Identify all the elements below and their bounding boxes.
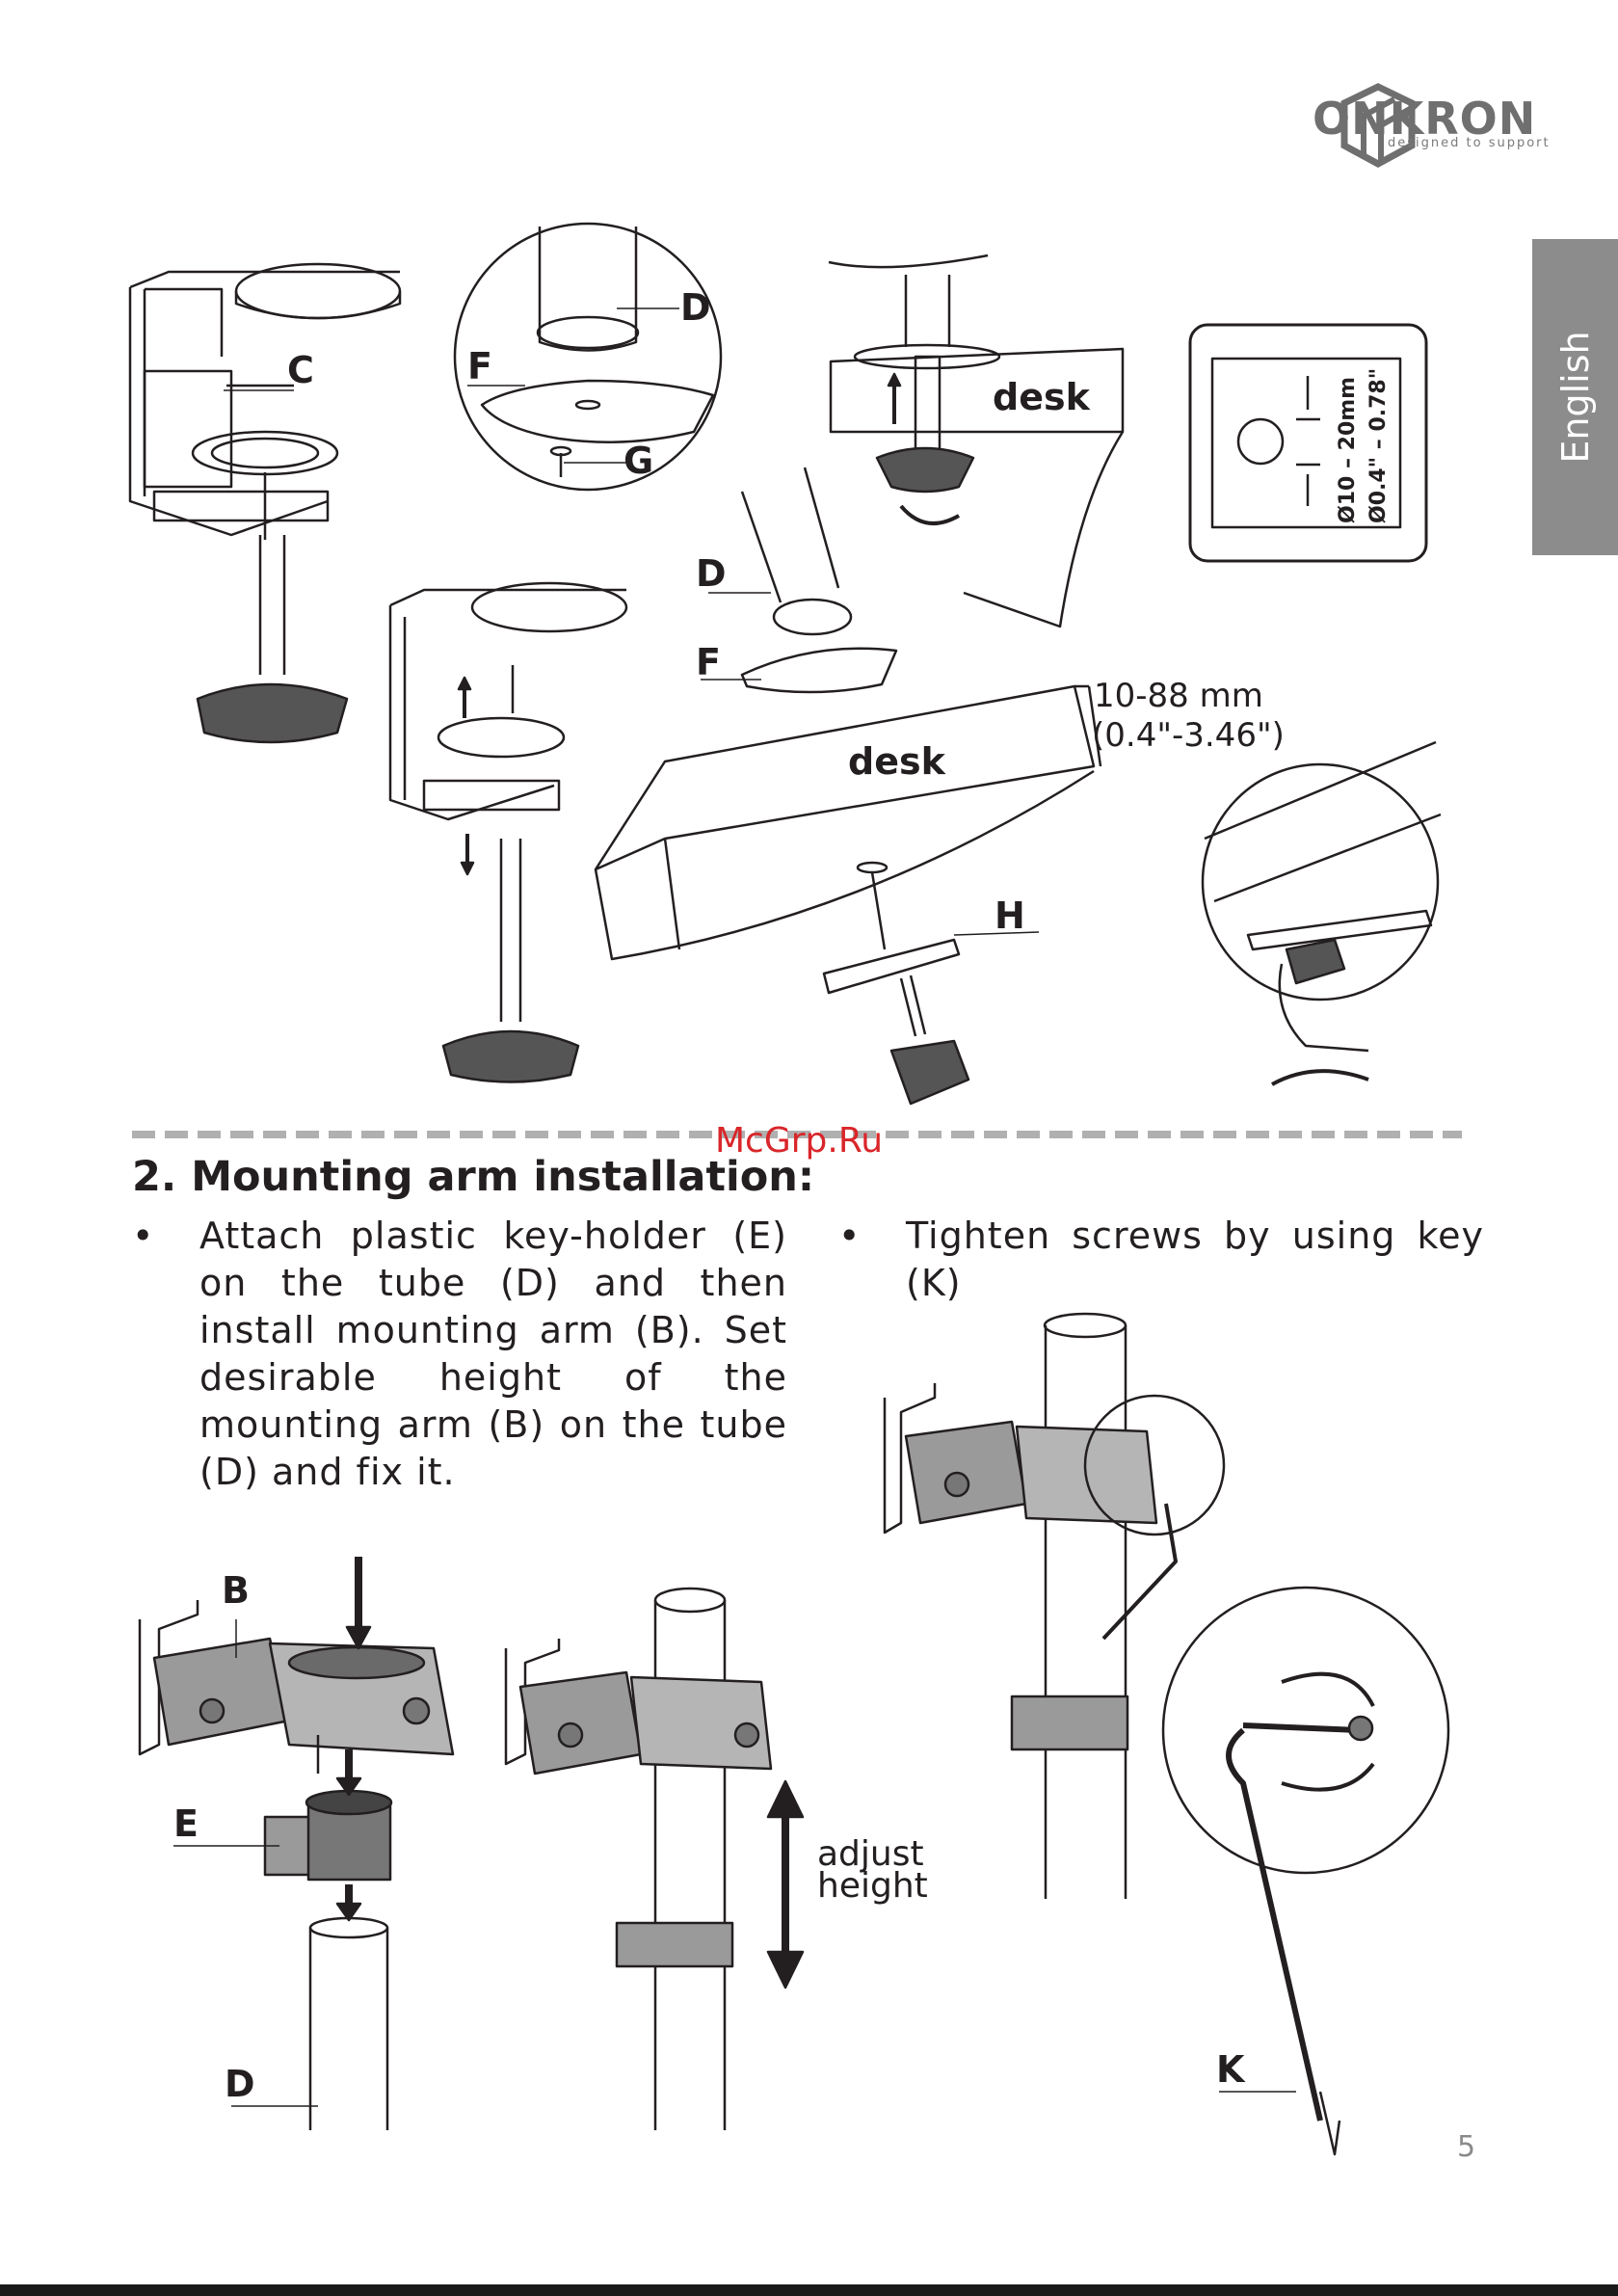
language-tab: English	[1532, 239, 1618, 555]
instruction-text-1: Attach plastic key-holder (E) on the tub…	[199, 1215, 787, 1493]
label-f-circle: F	[467, 345, 492, 387]
brand-tagline: designed to support	[1388, 136, 1551, 150]
hand-detail-drawing	[1201, 740, 1442, 1086]
figure-top-labels: C D F G desk D F desk 10-88 mm (0.4"-3.4…	[287, 286, 1391, 937]
watermark: McGrp.Ru	[715, 1121, 884, 1161]
label-e: E	[173, 1802, 199, 1845]
instruction-bullet-2: • Tighten screws by using key (K)	[838, 1213, 1484, 1319]
tighten-key-drawing	[883, 1312, 1450, 2156]
label-d: D	[225, 2063, 255, 2105]
hole-size-mm: Ø10 – 20mm	[1336, 377, 1360, 523]
page-number: 5	[1457, 2130, 1476, 2164]
desk-clamp-illustration: C D F G desk D F desk 10-88 mm (0.4"-3.4…	[128, 222, 1442, 1106]
bottom-rule	[0, 2284, 1618, 2296]
label-d-circle: D	[680, 286, 711, 329]
arm-b-assembly-drawing	[138, 1557, 455, 2130]
label-k: K	[1216, 2048, 1246, 2091]
hole-size-inch: Ø0.4" – 0.78"	[1366, 368, 1391, 523]
onkron-logo-icon	[1340, 83, 1416, 168]
label-thickness-mm: 10-88 mm	[1094, 677, 1263, 715]
label-desk-main: desk	[848, 740, 946, 783]
instruction-bullet-1: • Attach plastic key-holder (E) on the t…	[132, 1213, 787, 1502]
instruction-text-2: Tighten screws by using key (K)	[906, 1215, 1484, 1304]
through-desk-drawing	[828, 254, 1125, 628]
brand-name: ONKRON	[1313, 93, 1537, 145]
section-title: 2. Mounting arm installation:	[132, 1153, 815, 1201]
section-divider	[132, 1131, 1462, 1138]
label-b: B	[222, 1569, 250, 1612]
arm-on-tube-drawing	[504, 1587, 805, 2130]
clamp-bracket-c-drawing	[128, 262, 402, 744]
hole-size-box-drawing	[1188, 323, 1428, 563]
desk-mount-drawing	[594, 467, 1102, 1106]
label-desk-top: desk	[993, 376, 1091, 418]
label-h: H	[995, 894, 1025, 937]
figure-bottom-labels: B E D adjust height K	[173, 1569, 1246, 2105]
detail-circle-plate-drawing	[453, 222, 723, 492]
label-adjust: adjust	[817, 1834, 924, 1874]
clamp-rod-drawing	[388, 581, 628, 1083]
label-thickness-in: (0.4"-3.46")	[1092, 716, 1285, 755]
bullet-symbol: •	[132, 1215, 155, 1257]
label-height: height	[817, 1866, 928, 1906]
label-d-mid: D	[696, 552, 727, 595]
label-c: C	[287, 349, 314, 391]
label-g: G	[623, 440, 653, 482]
label-f-mid: F	[696, 641, 721, 683]
bullet-symbol: •	[838, 1215, 862, 1257]
